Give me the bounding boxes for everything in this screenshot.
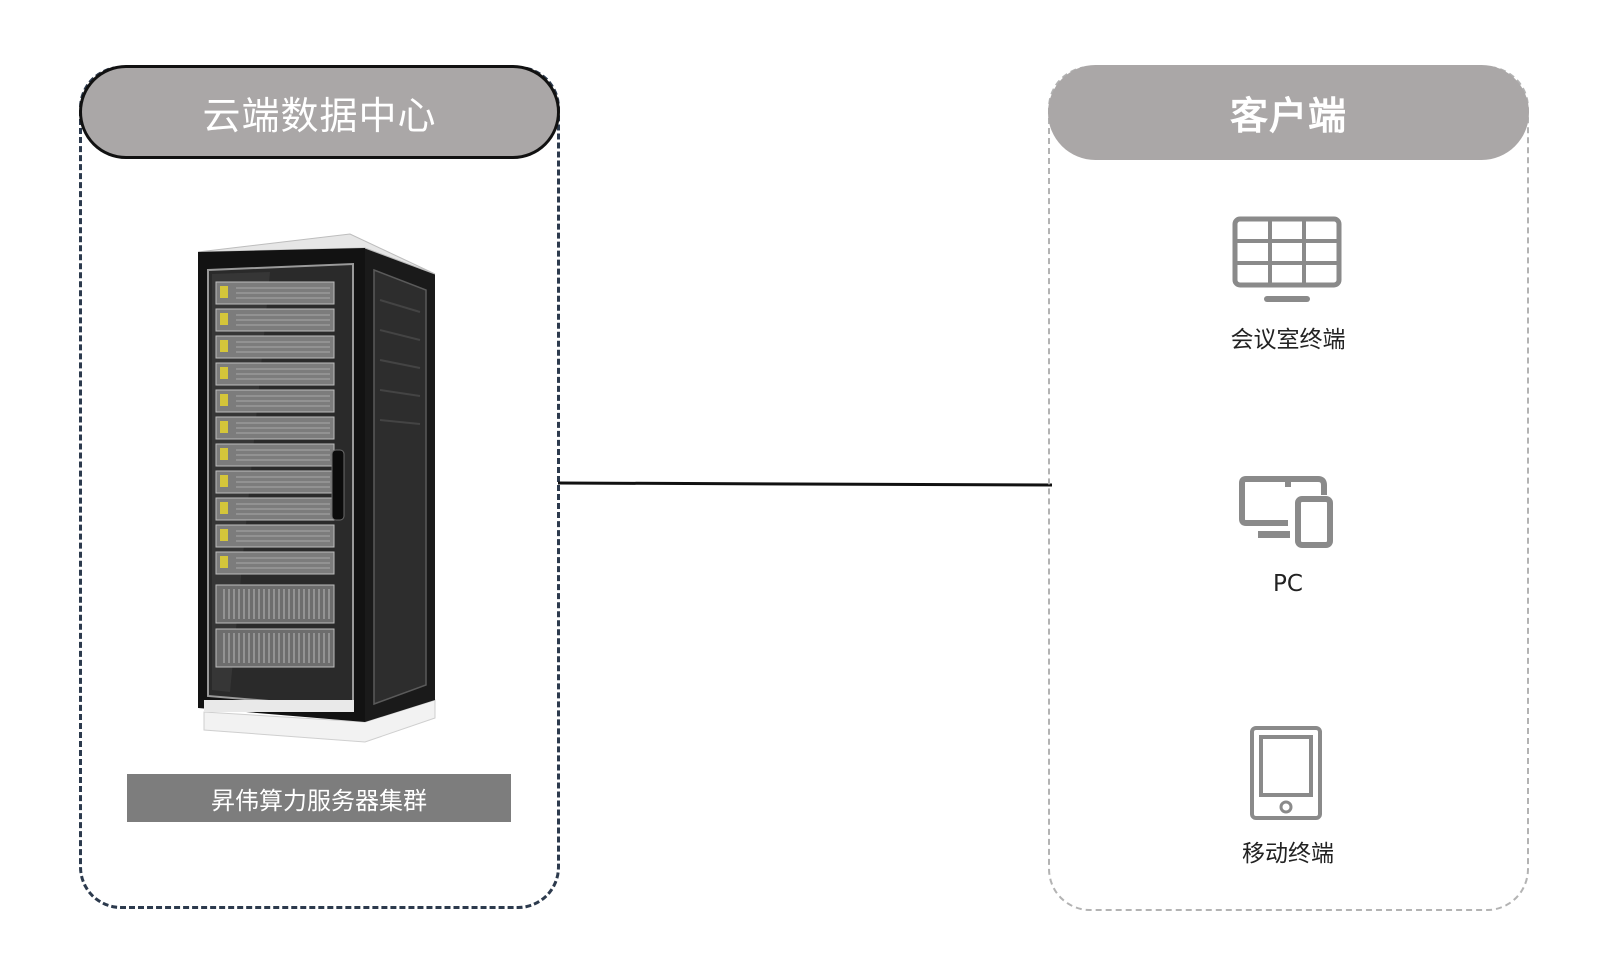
server-rack-image (197, 233, 436, 743)
mobile-terminal-label: 移动终端 (1242, 841, 1334, 867)
meeting-room-terminal-label: 会议室终端 (1230, 327, 1346, 353)
client-header: 客户端 (1048, 65, 1529, 160)
cloud-datacenter-header: 云端数据中心 (79, 65, 560, 159)
server-cluster-label: 昇伟算力服务器集群 (127, 774, 511, 822)
pc-label: PC (1273, 571, 1303, 597)
client-title: 客户端 (1229, 94, 1347, 138)
desktop-and-mobile-icon (1239, 476, 1333, 548)
server-cluster-label-text: 昇伟算力服务器集群 (211, 786, 427, 815)
tablet-icon (1250, 726, 1322, 820)
cloud-datacenter-title: 云端数据中心 (202, 93, 437, 138)
video-wall-monitor-icon (1232, 216, 1342, 302)
connection-line (558, 481, 1052, 487)
